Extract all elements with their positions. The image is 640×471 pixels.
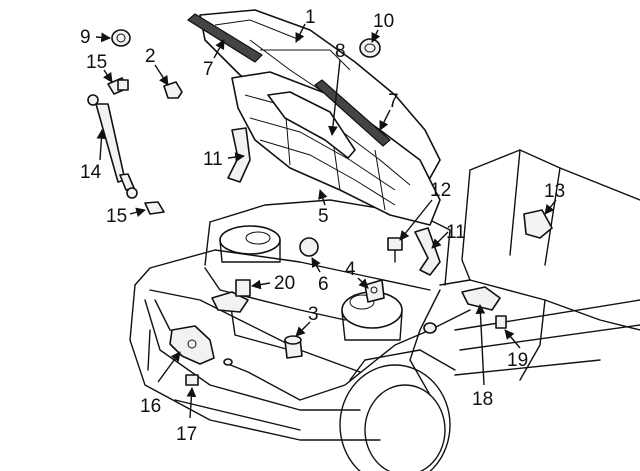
part-14-strut <box>87 94 138 199</box>
callout-5: 5 <box>318 206 329 227</box>
part-20-handle <box>211 279 251 313</box>
release-cable <box>223 309 471 401</box>
part-6-plug <box>299 237 319 257</box>
callout-6: 6 <box>318 274 329 295</box>
callout-labels: 1 2 3 4 5 6 7 7 8 9 10 11 11 12 13 14 15… <box>80 7 565 445</box>
callout-9: 9 <box>80 27 91 48</box>
part-3-bumper <box>284 335 303 359</box>
callout-12: 12 <box>430 180 451 201</box>
callout-8: 8 <box>335 41 346 62</box>
part-9-plug <box>111 29 131 47</box>
callout-10: 10 <box>373 11 394 32</box>
part-18-lever <box>461 286 501 311</box>
part-11-hinge-left <box>227 127 251 183</box>
callout-19: 19 <box>507 350 528 371</box>
part-15-bolt-upper <box>107 77 129 95</box>
leader-lines <box>95 23 557 419</box>
callout-4: 4 <box>345 259 356 280</box>
part-16-lock <box>169 325 215 365</box>
callout-7a: 7 <box>203 59 214 80</box>
part-4-bracket <box>364 279 385 303</box>
part-17-bolt <box>185 374 199 386</box>
part-19-bolt <box>495 315 507 329</box>
callout-15b: 15 <box>106 206 127 227</box>
engine-bay <box>204 225 403 351</box>
part-2-stop <box>163 81 183 99</box>
part-11-hinge-right <box>414 227 441 276</box>
callout-14: 14 <box>80 162 102 183</box>
callout-17: 17 <box>176 424 197 445</box>
callout-16: 16 <box>140 396 161 417</box>
callout-11b: 11 <box>446 222 466 243</box>
part-15-bolt-lower <box>144 201 165 215</box>
part-13-clip <box>523 209 553 239</box>
callout-1: 1 <box>305 7 316 28</box>
part-12-bolt <box>387 237 403 263</box>
callout-3: 3 <box>308 304 319 325</box>
callout-2: 2 <box>145 46 156 67</box>
callout-7b: 7 <box>388 91 399 112</box>
callout-20: 20 <box>274 273 295 294</box>
callout-11a: 11 <box>203 149 223 170</box>
hood-panel <box>186 9 441 226</box>
part-10-plug <box>359 38 381 58</box>
callout-13: 13 <box>544 181 565 202</box>
callout-18: 18 <box>472 389 493 410</box>
callout-15a: 15 <box>86 52 107 73</box>
